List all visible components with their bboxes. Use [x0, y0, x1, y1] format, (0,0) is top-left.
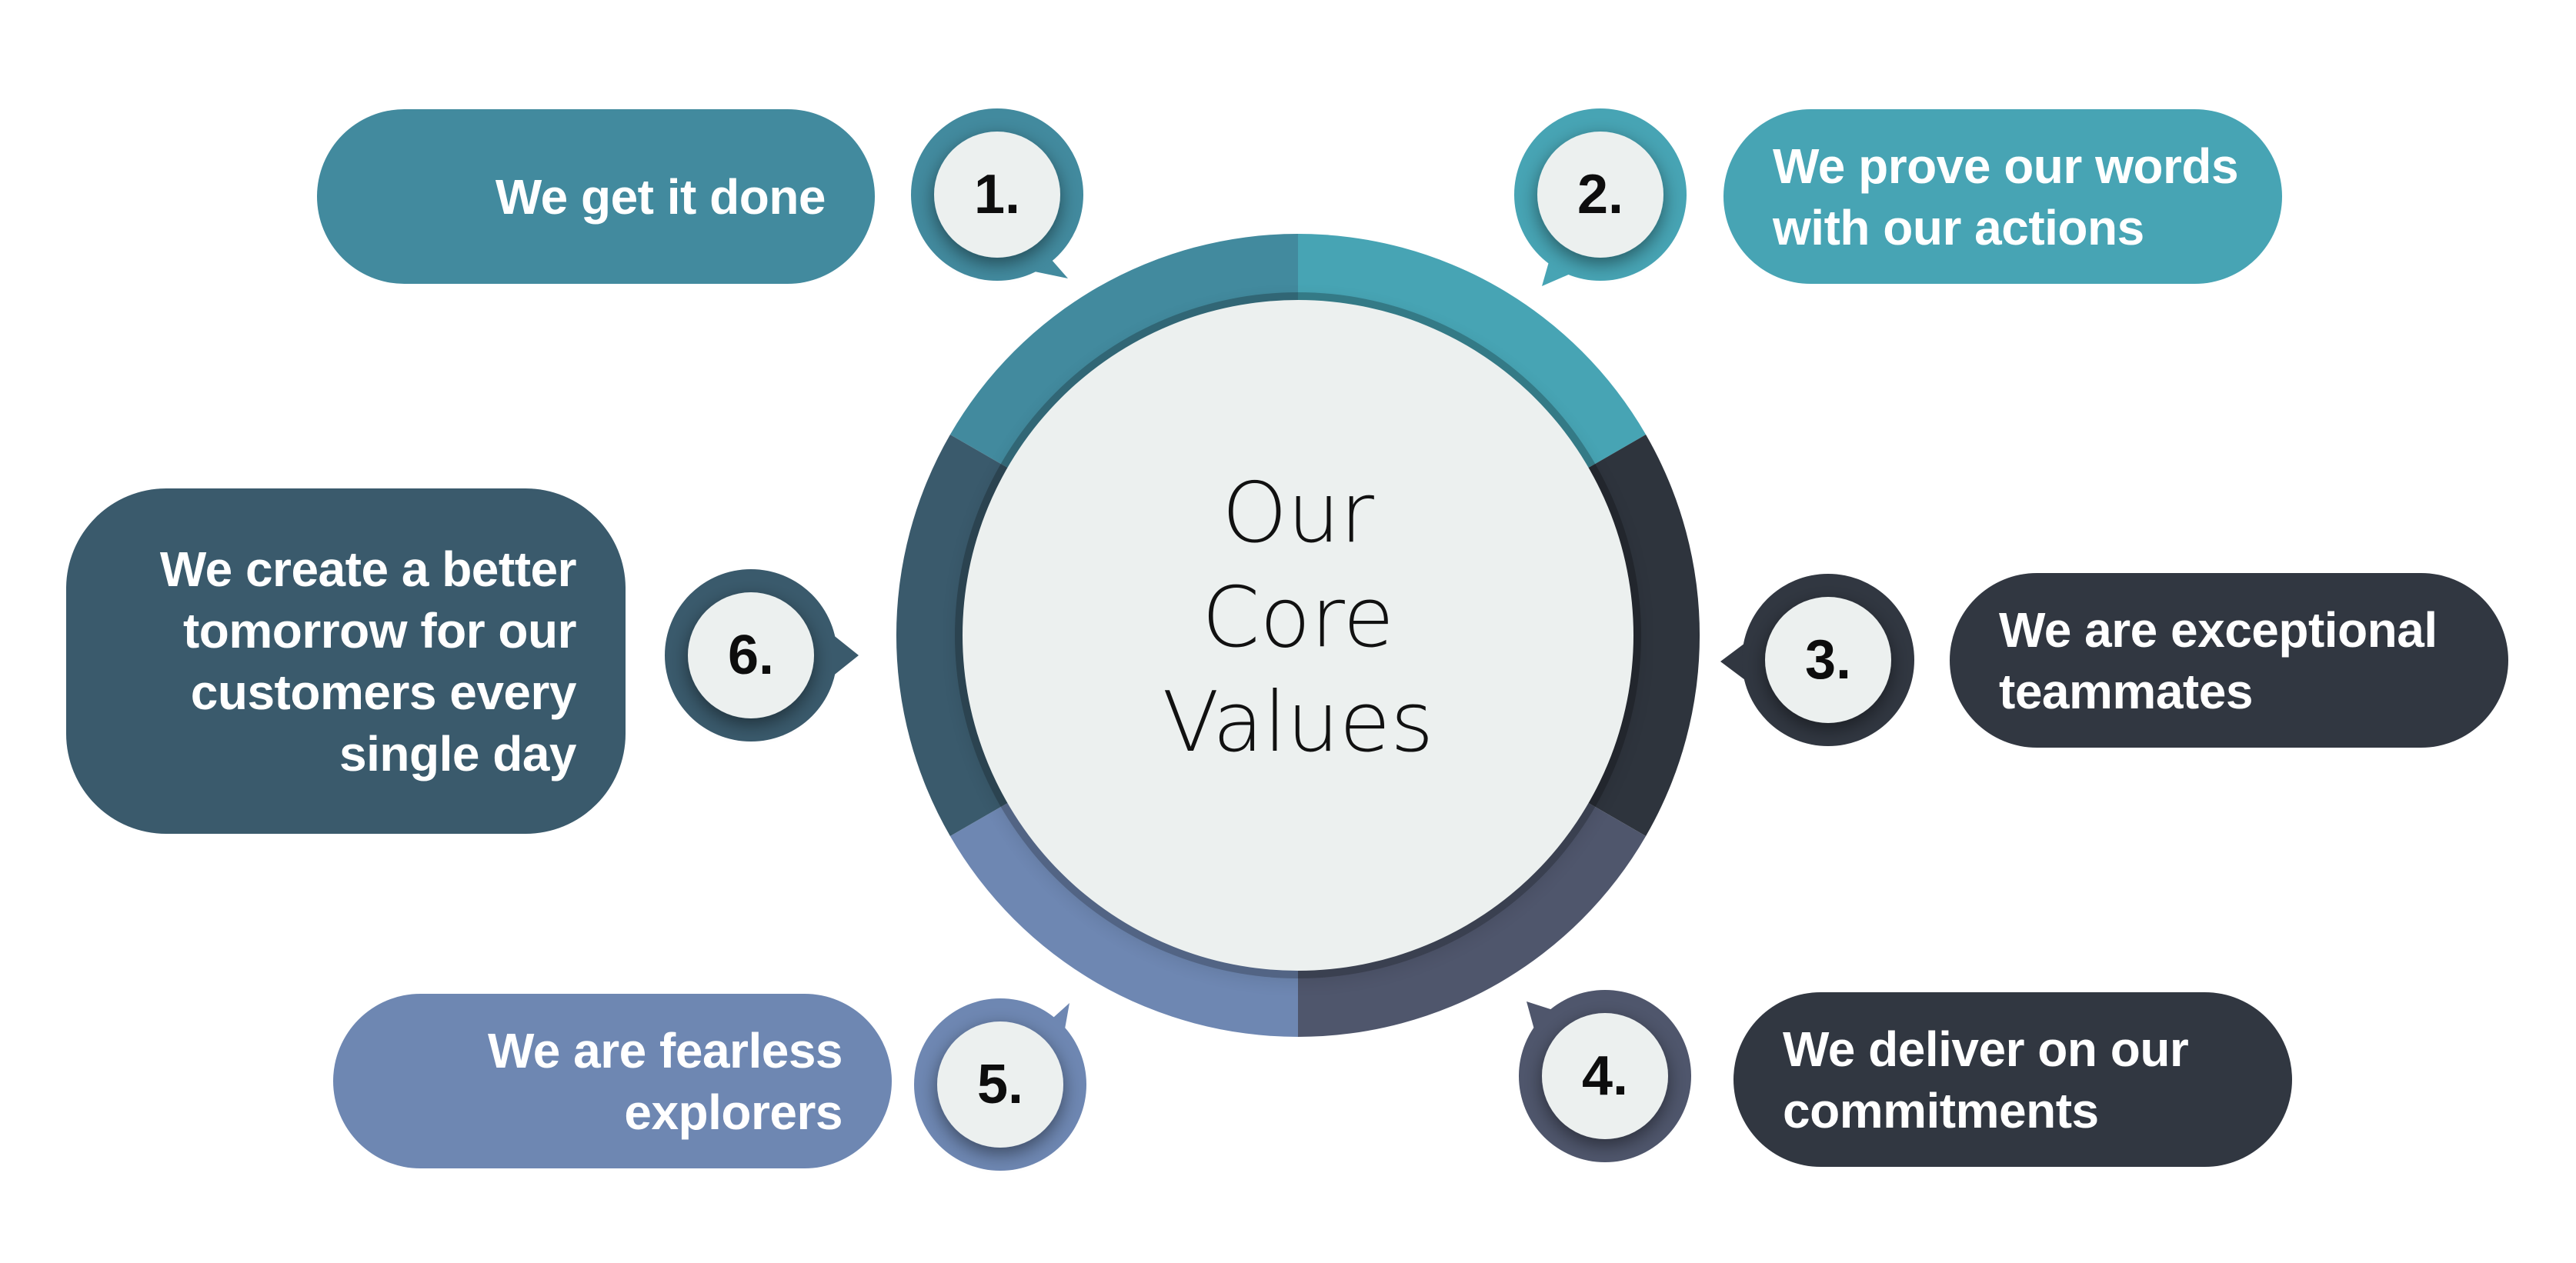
center-title: Our Core Values — [1067, 462, 1529, 775]
badge-5 — [914, 998, 1086, 1171]
value-pill-5: We are fearless explorers — [333, 994, 892, 1168]
value-pill-4: We deliver on our commitments — [1733, 992, 2292, 1167]
value-5-text: We are fearless explorers — [488, 1022, 843, 1140]
value-4-text: We deliver on our commitments — [1783, 1021, 2189, 1138]
center-title-line-1: Our — [1222, 465, 1374, 562]
badge-1 — [911, 108, 1083, 281]
value-pill-1: We get it done — [317, 109, 875, 284]
center-title-line-2: Core — [1202, 570, 1394, 666]
value-pill-6: We create a better tomorrow for our cust… — [66, 488, 626, 834]
badge-1-number: 1. — [973, 164, 1021, 225]
badge-4-number: 4. — [1581, 1045, 1629, 1107]
badge-3 — [1720, 574, 1914, 746]
badge-6 — [665, 569, 859, 741]
value-6-text: We create a better tomorrow for our cust… — [159, 541, 577, 781]
badge-2 — [1514, 108, 1687, 286]
badge-4 — [1519, 990, 1691, 1162]
badge-5-number: 5. — [976, 1054, 1024, 1115]
value-3-text: We are exceptional teammates — [1999, 602, 2438, 719]
badge-6-number: 6. — [727, 625, 775, 686]
value-pill-2: We prove our words with our actions — [1723, 109, 2282, 284]
badge-2-number: 2. — [1577, 164, 1624, 225]
center-title-line-3: Values — [1162, 675, 1434, 771]
center-circle — [963, 300, 1633, 971]
value-pill-3: We are exceptional teammates — [1950, 573, 2508, 748]
badge-3-number: 3. — [1804, 629, 1852, 691]
value-1-text: We get it done — [495, 168, 826, 225]
value-2-text: We prove our words with our actions — [1773, 138, 2239, 255]
